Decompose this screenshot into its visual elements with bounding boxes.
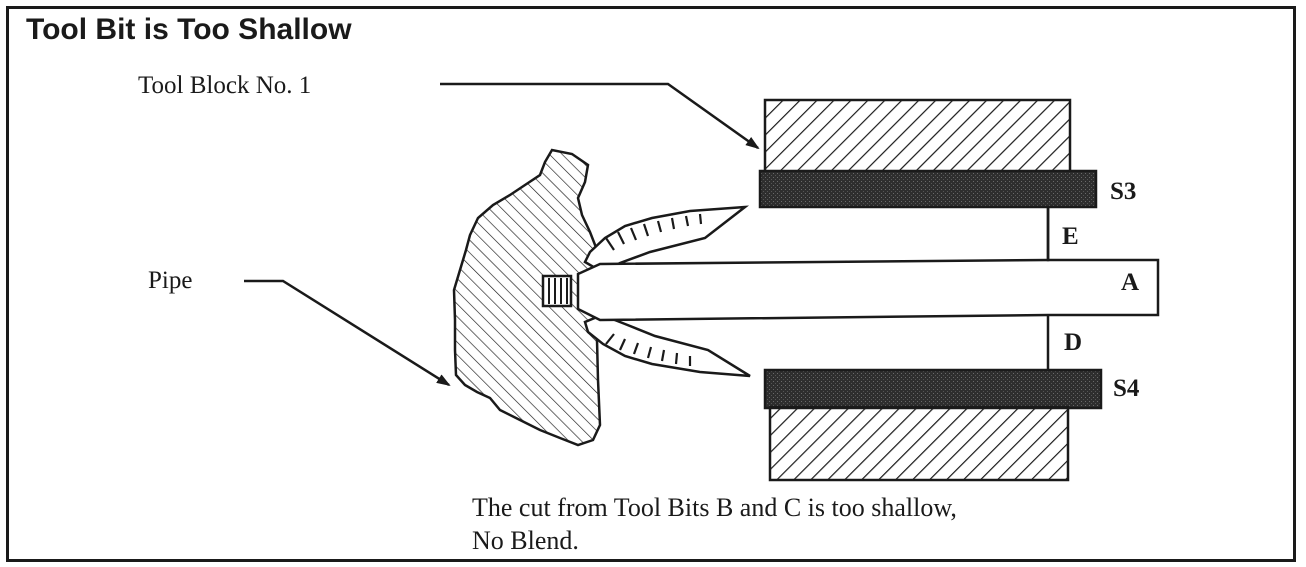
shim-s4 [763,368,1103,410]
pipe-label: Pipe [148,267,192,294]
diagram-title: Tool Bit is Too Shallow [26,13,352,46]
pipe-leader [244,279,451,387]
caption-line-1: The cut from Tool Bits B and C is too sh… [472,493,957,522]
s4-label: S4 [1113,375,1140,402]
s3-label: S3 [1110,178,1136,205]
tool-bit-bottom-serrations [605,333,692,366]
tool-bit-a-tip-lines [548,278,568,304]
tool-bit-top [583,205,750,274]
a-label: A [1121,269,1139,296]
pipe-section [452,148,602,447]
tool-bit-bottom [583,313,751,378]
tool-bit-a [576,258,1160,322]
e-label: E [1062,223,1079,250]
tool-block-label: Tool Block No. 1 [138,72,311,99]
shim-s3 [758,169,1098,209]
tool-bit-top-serrations [605,213,703,251]
caption-line-2: No Blend. [472,526,579,555]
tool-block-lower [768,405,1070,482]
tool-block-upper [763,98,1072,175]
d-label: D [1064,329,1082,356]
tool-block-leader [440,82,760,150]
